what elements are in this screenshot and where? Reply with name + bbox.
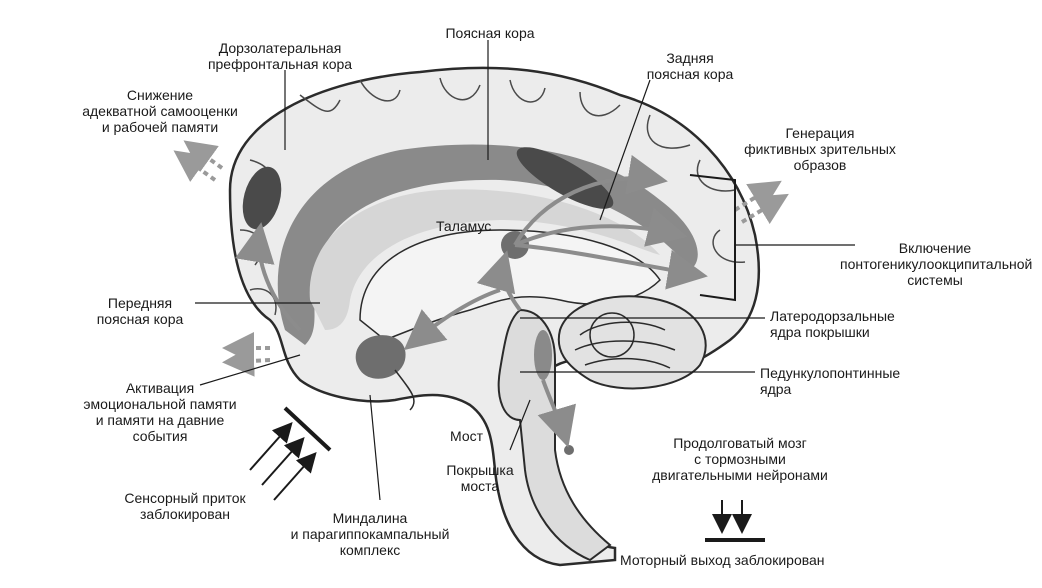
label-pgo: Включение понтогеникулоокципитальной сис…: [840, 240, 1033, 288]
label-emotional-memory: Активация эмоциональной памяти и памяти …: [83, 380, 237, 444]
cerebellum: [557, 295, 707, 390]
label-motor-block: Моторный выход заблокирован: [620, 552, 825, 568]
label-dlpfc: Дорзолатеральная префронтальная кора: [207, 40, 353, 72]
label-pons: Мост: [450, 428, 484, 444]
label-sensory-block: Сенсорный приток заблокирован: [124, 490, 246, 522]
medulla-nucleus: [564, 445, 574, 455]
label-reduced-self: Снижение адекватной самооценки и рабочей…: [82, 87, 238, 135]
label-medulla: Продолговатый мозг с тормозными двигател…: [652, 435, 828, 483]
label-tegmentum: Покрышка моста: [446, 462, 514, 494]
dlpfc-region: [242, 166, 282, 230]
leader-lines: [195, 40, 855, 501]
label-pedunculopontine: Педункулопонтинные ядра: [760, 365, 901, 397]
label-anterior-cingulate: Передняя поясная кора: [96, 295, 184, 327]
label-amygdala: Миндалина и парагиппокампальный комплекс: [290, 510, 450, 558]
label-laterodorsal: Латеродорзальные ядра покрышки: [770, 308, 895, 340]
label-visual-gen: Генерация фиктивных зрительных образов: [744, 125, 896, 173]
label-cingulate: Поясная кора: [445, 25, 535, 41]
pathway-arrows: [235, 155, 708, 448]
label-thalamus: Таламус: [436, 218, 492, 234]
sensory-block: [249, 406, 332, 501]
amygdala-region: [355, 335, 406, 379]
posterior-cingulate-region: [516, 147, 614, 209]
motor-block: [705, 500, 765, 542]
dotted-arrows: [173, 140, 789, 377]
cingulate-inner-band: [309, 189, 660, 330]
pgo-bracket: [689, 174, 736, 302]
label-posterior-cingulate: Задняя поясная кора: [646, 50, 734, 82]
tegmentum-region: [534, 330, 552, 380]
